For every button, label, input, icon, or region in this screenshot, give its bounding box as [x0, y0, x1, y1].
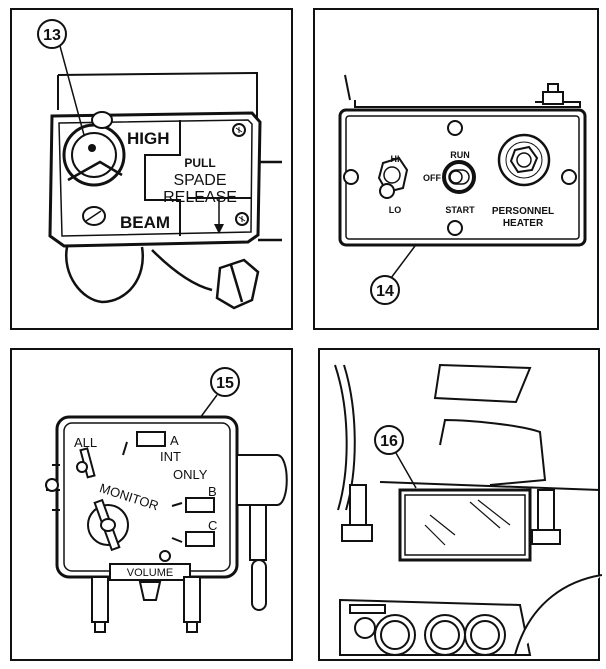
label-pull: PULL [184, 156, 215, 170]
all-monitor-switch[interactable] [76, 447, 96, 479]
label-personnel: PERSONNEL [492, 206, 554, 217]
cable-connectors [91, 576, 201, 633]
label-int: INT [160, 449, 181, 464]
plate-screw-bottom [235, 212, 249, 226]
label-volume: VOLUME [127, 567, 173, 579]
callout-16: 16 [374, 425, 417, 489]
panel-13-beam-switch: 13 HIGH BEAM PULL SPADE RELEASE [10, 8, 293, 330]
selector-boxes [122, 431, 215, 547]
label-a: A [170, 433, 179, 448]
svg-text:13: 13 [43, 27, 61, 44]
indicator-light [159, 550, 171, 562]
svg-text:14: 14 [376, 283, 394, 300]
beam-switch-knob[interactable] [62, 111, 126, 226]
label-release: RELEASE [163, 189, 237, 206]
label-b: B [208, 484, 217, 499]
label-all: ALL [74, 435, 97, 450]
monitor-selector-knob[interactable] [87, 498, 129, 552]
label-hi: HI [391, 154, 400, 164]
volume-knob[interactable] [138, 581, 162, 601]
panel-16-instrument-window: 16 [318, 348, 602, 661]
gauge-cluster [339, 574, 602, 656]
run-off-start-switch[interactable] [442, 160, 476, 194]
svg-text:16: 16 [380, 433, 398, 450]
side-connector [45, 454, 288, 611]
label-only: ONLY [173, 467, 208, 482]
instrument-window[interactable] [398, 488, 532, 562]
svg-text:15: 15 [216, 375, 234, 392]
label-high: HIGH [127, 129, 170, 148]
switch-body-below [64, 160, 282, 310]
label-off: OFF [423, 173, 441, 183]
plate-screw-top [232, 123, 246, 137]
hi-lo-toggle-switch[interactable] [377, 156, 409, 199]
panel-screws [343, 120, 577, 236]
panel-14-personnel-heater: HI LO RUN OFF START PERSONNEL HEATER 14 [313, 8, 599, 330]
callout-13: 13 [37, 19, 85, 136]
mount-posts [341, 484, 561, 545]
label-beam: BEAM [120, 213, 170, 232]
callout-14: 14 [370, 245, 416, 305]
label-heater: HEATER [503, 218, 544, 229]
heater-housing [344, 74, 581, 108]
label-lo: LO [389, 205, 402, 215]
label-spade: SPADE [173, 172, 226, 189]
label-run: RUN [450, 150, 470, 160]
callout-15: 15 [199, 367, 240, 419]
label-c: C [208, 518, 217, 533]
panel-15-intercom-box: ALL MONITOR A INT ONLY B C VOLUME 15 [10, 348, 293, 661]
volume-plate [109, 563, 191, 581]
mount-bracket [57, 71, 258, 118]
label-start: START [445, 205, 475, 215]
heater-circuit-breaker[interactable] [497, 133, 551, 187]
